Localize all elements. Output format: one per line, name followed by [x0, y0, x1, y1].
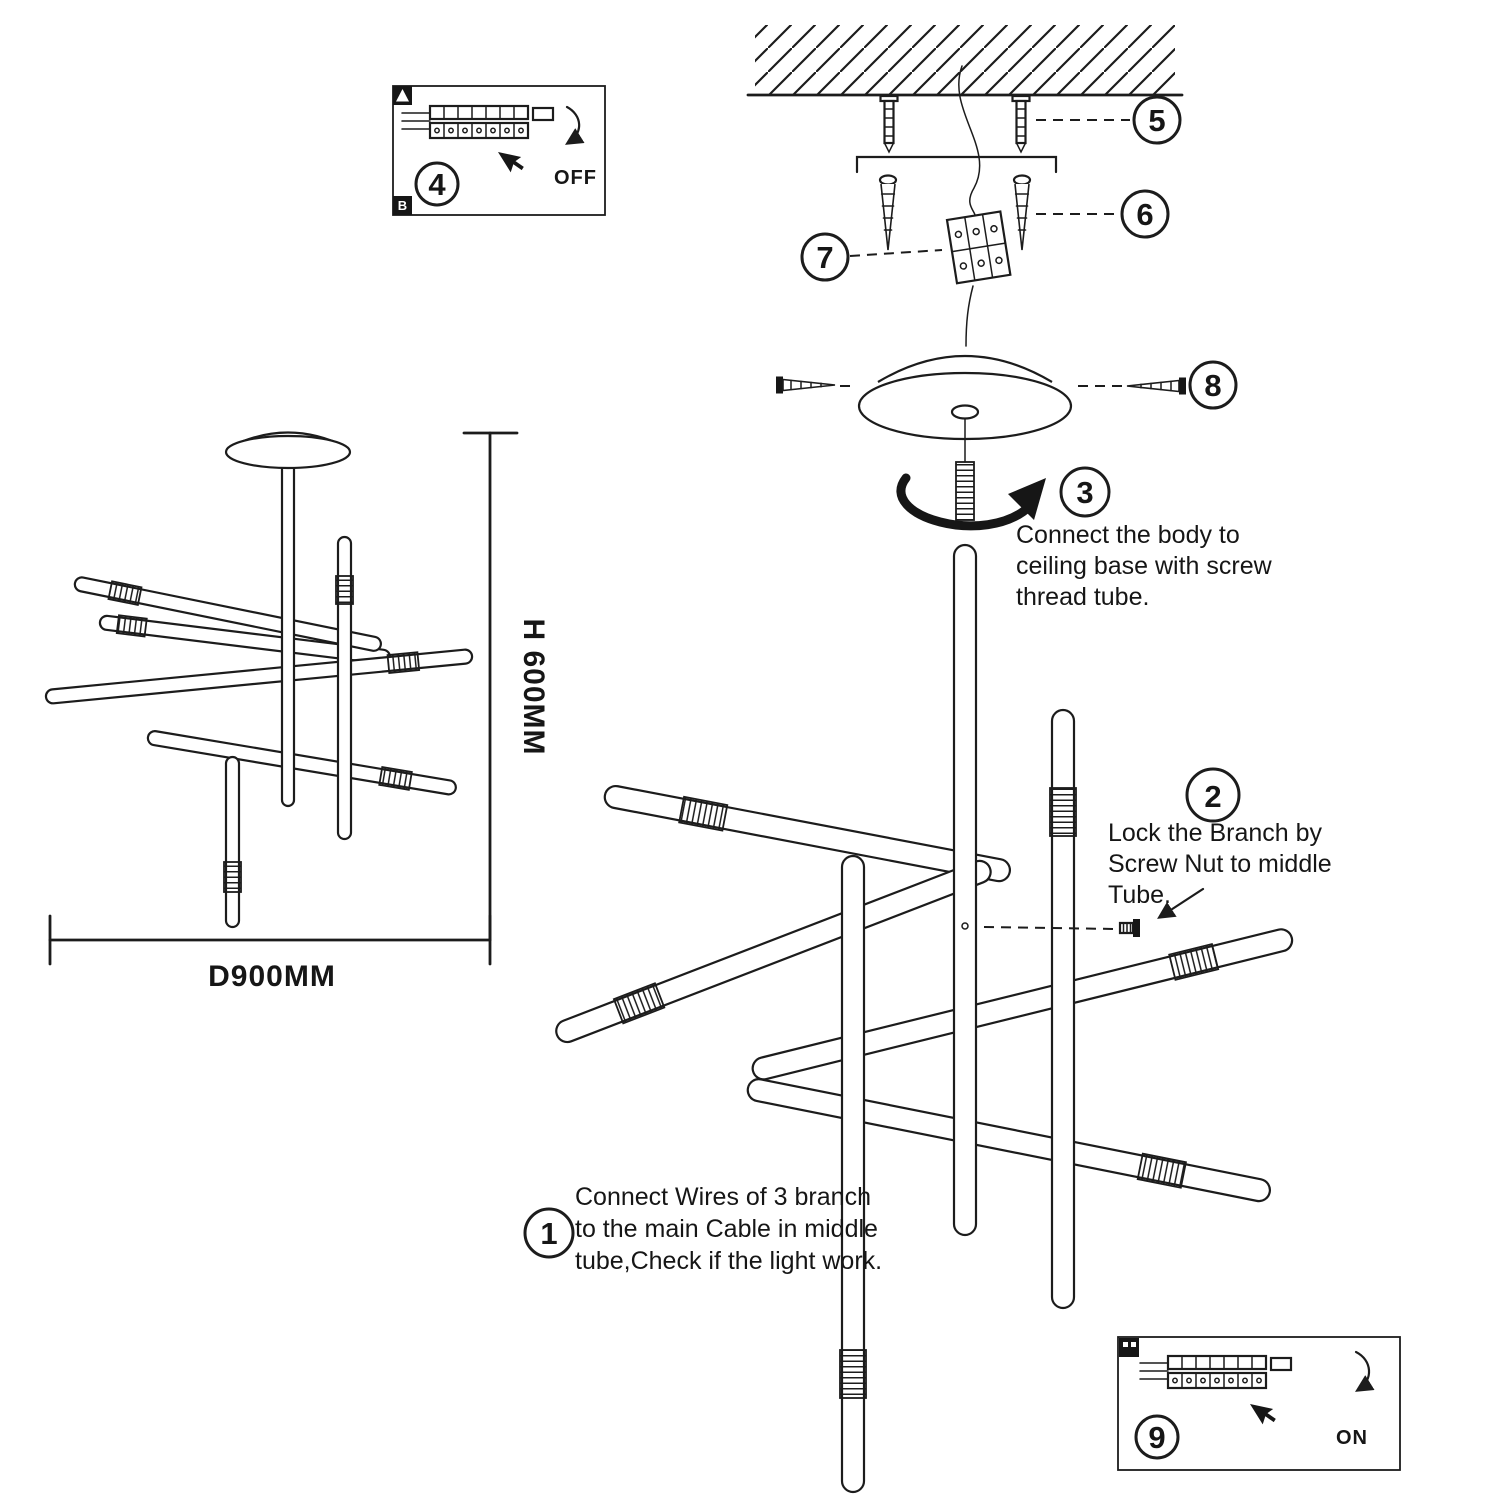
- tube-collar: [115, 614, 148, 638]
- step-badge-1: 1: [523, 1207, 575, 1259]
- main-cable: [958, 65, 981, 221]
- terminal-icon: [1119, 1338, 1139, 1357]
- height-label: H 600MM: [517, 618, 550, 755]
- wall-anchor-left: [879, 94, 899, 154]
- canopy-screw-left: [775, 375, 836, 395]
- step-3-note-line-2: ceiling base with screw: [1016, 552, 1273, 580]
- flip-arrow-icon: [565, 105, 585, 145]
- tube-collar: [378, 766, 413, 791]
- step-1-note-line-1: Connect Wires of 3 branch: [575, 1183, 871, 1211]
- step-badge-5: 5: [1132, 95, 1182, 145]
- power-off-label: OFF: [554, 167, 597, 189]
- tube-collar: [1168, 942, 1220, 981]
- ceiling-hatch: [755, 25, 1175, 95]
- branch-tube: [603, 784, 1011, 883]
- step-number-1: 1: [540, 1216, 557, 1251]
- step-number-8: 8: [1204, 368, 1221, 403]
- leader-step2: [983, 926, 1117, 930]
- step-3-note-line-3: thread tube.: [1016, 583, 1149, 611]
- canopy-cable: [965, 285, 974, 347]
- screw-thread-tube: [955, 461, 975, 521]
- step-3-note-line-1: Connect the body to: [1016, 521, 1240, 549]
- mounting-bracket: [855, 155, 1058, 174]
- step-number-4: 4: [428, 167, 446, 202]
- step-number-2: 2: [1204, 779, 1221, 814]
- inset-power-on: ON 9: [1117, 1336, 1401, 1471]
- screw-hole: [961, 922, 969, 930]
- step-2-note-line-2: Screw Nut to middle: [1108, 850, 1332, 878]
- corner-b-text: B: [398, 198, 407, 213]
- warning-icon: [393, 86, 412, 105]
- ceiling-assembly: 5 6 7: [746, 25, 1273, 611]
- tube-collar: [1049, 787, 1077, 837]
- vertical-tube-small-left: [223, 755, 242, 929]
- lock-nut: [1118, 919, 1140, 937]
- branch-tube: [751, 928, 1294, 1081]
- leader-step7: [849, 249, 943, 257]
- step-badge-2: 2: [1185, 767, 1241, 823]
- step-number-5: 5: [1148, 103, 1165, 138]
- tube-collar: [107, 580, 143, 607]
- power-on-label: ON: [1336, 1427, 1368, 1449]
- branch-tube-small: [146, 730, 457, 796]
- step-2-note-line-3: Tube.: [1108, 881, 1171, 909]
- step-1-note-line-2: to the main Cable in middle: [575, 1215, 878, 1243]
- middle-tube-small: [280, 456, 296, 808]
- lamp-overview-diagram: [44, 431, 474, 929]
- vertical-tube-small-right: [335, 535, 354, 841]
- step-number-3: 3: [1076, 475, 1093, 510]
- step-badge-8: 8: [1188, 360, 1238, 410]
- step-badge-4: 4: [414, 161, 460, 207]
- branch-tube-small: [44, 648, 474, 705]
- mounting-screw-right: [1012, 174, 1032, 252]
- tube-collar: [612, 982, 666, 1025]
- step-2-note-line-1: Lock the Branch by: [1108, 819, 1323, 847]
- branch-tube-small: [73, 576, 382, 652]
- tube-collar: [386, 651, 421, 674]
- wall-anchor-right: [1011, 94, 1031, 154]
- mounting-screw-left: [878, 174, 898, 252]
- tube-collar: [678, 795, 729, 832]
- diameter-label: D900MM: [208, 960, 336, 993]
- canopy-screw-right: [1126, 376, 1187, 396]
- rotation-arrow-icon: [896, 473, 1035, 531]
- tube-collar: [223, 861, 242, 893]
- tube-collar: [1136, 1152, 1187, 1189]
- step-badge-7: 7: [800, 232, 850, 282]
- branch-tube: [555, 859, 992, 1044]
- tube-collar: [839, 1349, 867, 1399]
- canopy-small: [224, 434, 352, 470]
- step-badge-3: 3: [1059, 466, 1111, 518]
- rotation-arrowhead: [1008, 478, 1046, 520]
- corner-label-b: B: [393, 196, 412, 215]
- branch-tube: [746, 1078, 1272, 1203]
- step-badge-9: 9: [1134, 1414, 1180, 1460]
- step-1-note-line-3: tube,Check if the light work.: [575, 1247, 882, 1275]
- step-2-arrow: [1157, 887, 1205, 919]
- dimensions: H 600MM D900MM: [48, 431, 550, 993]
- tube-collar: [335, 575, 354, 605]
- lamp-body-diagram: 2 Lock the Branch by Screw Nut to middle…: [523, 543, 1332, 1494]
- flip-arrow-icon: [1354, 1350, 1375, 1392]
- step-number-6: 6: [1136, 197, 1153, 232]
- vertical-tube-left: [839, 854, 867, 1494]
- step-number-9: 9: [1148, 1420, 1165, 1455]
- inset-power-off: B OFF 4: [392, 85, 606, 216]
- terminal-block: [945, 210, 1012, 285]
- vertical-tube-right: [1049, 708, 1077, 1310]
- step-number-7: 7: [816, 240, 833, 275]
- middle-tube: [952, 543, 978, 1237]
- step-badge-6: 6: [1120, 189, 1170, 239]
